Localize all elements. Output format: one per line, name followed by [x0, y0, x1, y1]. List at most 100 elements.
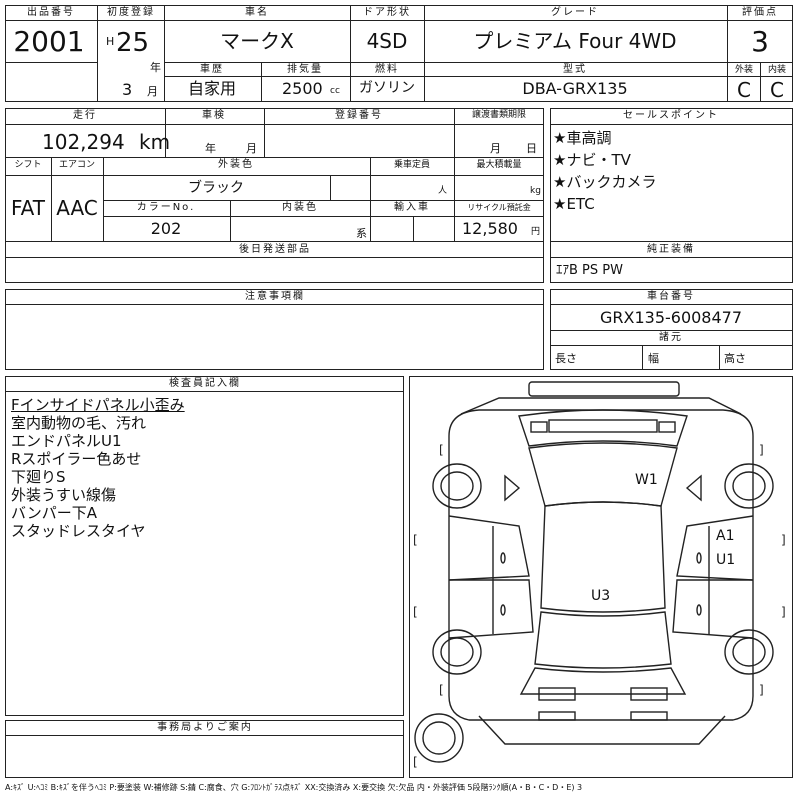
chassis-number: GRX135-6008477: [599, 308, 743, 327]
shift-label: シフト: [14, 160, 42, 170]
sales-point-item: ★車高調: [553, 129, 612, 147]
exterior-grade: C: [737, 78, 751, 102]
lot-number: 2001: [13, 25, 85, 58]
transfer-day-unit: 日: [526, 142, 537, 155]
svg-text:[: [: [413, 605, 418, 619]
registration-number-label: 登録番号: [335, 110, 383, 121]
office-label: 事務局よりご案内: [157, 722, 253, 733]
caution-block: [5, 289, 544, 370]
inspector-note: エンドパネルU1: [11, 432, 122, 450]
inspector-block: [5, 376, 404, 716]
sales-point-item: ★ナビ・TV: [553, 151, 631, 169]
svg-text:]: ]: [759, 443, 764, 457]
recycle-deposit: 12,580: [462, 219, 518, 238]
svg-text:[: [: [413, 755, 418, 769]
damage-mark-u3: U3: [591, 588, 610, 604]
interior-color-unit: 系: [356, 227, 367, 240]
registration-month: 3: [122, 80, 133, 99]
score: 3: [751, 25, 769, 58]
inspector-note: 下廻りS: [11, 468, 66, 486]
recycle-deposit-label: リサイクル預託金: [467, 203, 531, 212]
aircon: AAC: [56, 196, 98, 220]
mileage: 102,294: [42, 130, 125, 154]
lot-number-label: 出品番号: [27, 7, 75, 18]
grade: プレミアム Four 4WD: [473, 29, 677, 53]
damage-mark-u1: U1: [716, 552, 735, 568]
inspection-month-unit: 月: [246, 142, 257, 155]
mileage-label: 走行: [73, 110, 97, 121]
svg-text:]: ]: [781, 605, 786, 619]
inspector-note: 外装うすい線傷: [11, 486, 117, 504]
interior-grade: C: [770, 78, 784, 102]
exterior-color-label: 外装色: [218, 159, 254, 170]
damage-mark-w1: W1: [635, 472, 658, 488]
grade-label: グレード: [551, 7, 599, 18]
displacement: 2500: [282, 79, 323, 98]
door-type: 4SD: [366, 29, 408, 53]
office-block: [5, 720, 404, 778]
fuel-label: 燃料: [375, 64, 399, 75]
model-label: 型式: [563, 64, 587, 75]
year-unit: 年: [150, 61, 161, 74]
history-label: 車歴: [200, 64, 224, 75]
transfer-month-unit: 月: [490, 142, 501, 155]
mileage-unit: km: [139, 130, 171, 154]
equipment-label: 純正装備: [647, 244, 695, 255]
sales-point-item: ★バックカメラ: [553, 173, 657, 191]
svg-text:[: [: [439, 683, 444, 697]
sales-points-block: [550, 108, 793, 283]
capacity-unit: 人: [438, 186, 448, 196]
damage-mark-a1: A1: [716, 528, 734, 544]
exterior-color: ブラック: [188, 180, 244, 196]
interior-color-label: 内装色: [282, 202, 318, 213]
svg-text:[: [: [439, 443, 444, 457]
caution-label: 注意事項欄: [245, 291, 305, 302]
svg-text:]: ]: [781, 533, 786, 547]
inspector-note: Fインサイドパネル小歪み: [11, 396, 185, 414]
model-code: DBA-GRX135: [522, 79, 628, 98]
max-load-label: 最大積載量: [476, 160, 522, 170]
car-name-label: 車名: [245, 7, 269, 18]
color-number-label: カラーNo.: [136, 202, 196, 213]
inspector-notes: Fインサイドパネル小歪み 室内動物の毛、汚れ エンドパネルU1 Rスポイラー色あ…: [11, 396, 185, 540]
inspector-note: バンパー下A: [11, 504, 98, 522]
damage-legend: A:ｷｽﾞ U:ﾍｺﾐ B:ｷｽﾞを伴うﾍｺﾐ P:要塗装 W:補修跡 S:錆 …: [5, 783, 583, 792]
history: 自家用: [187, 79, 237, 98]
registration-year: 25: [116, 28, 150, 58]
vehicle-header-block: [5, 5, 793, 102]
first-registration-label: 初度登録: [107, 7, 155, 18]
svg-text:]: ]: [759, 683, 764, 697]
car-name: マークX: [220, 29, 294, 53]
inspector-note: スタッドレスタイヤ: [11, 522, 146, 540]
recycle-deposit-unit: 円: [531, 227, 541, 237]
inspection-label: 車検: [202, 110, 226, 121]
length-label: 長さ: [555, 352, 577, 365]
sales-point-item: ★ETC: [553, 195, 595, 213]
fuel: ガソリン: [359, 80, 415, 96]
score-label: 評価点: [742, 7, 778, 18]
inspector-note: 室内動物の毛、汚れ: [11, 414, 147, 432]
damage-marks: W1 A1 U1 U3: [591, 472, 735, 604]
equipment-value: ｴｱB PS PW: [556, 263, 623, 278]
exterior-label: 外装: [734, 65, 754, 75]
max-load-unit: kg: [530, 186, 541, 196]
inspection-year-unit: 年: [205, 142, 216, 155]
svg-text:[: [: [413, 533, 418, 547]
dimensions-label: 諸元: [659, 332, 683, 343]
width-label: 幅: [648, 352, 659, 365]
era: H: [106, 35, 115, 48]
chassis-label: 車台番号: [647, 291, 695, 302]
later-parts-label: 後日発送部品: [239, 244, 311, 255]
sales-points-label: セールスポイント: [623, 110, 719, 121]
capacity-label: 乗車定員: [393, 160, 431, 170]
import-label: 輸入車: [394, 202, 430, 213]
car-diagram: [] [] [] [] [ W1 A1 U1 U3: [413, 381, 786, 769]
inspector-note: Rスポイラー色あせ: [11, 450, 142, 468]
month-unit: 月: [147, 85, 158, 98]
aircon-label: エアコン: [58, 160, 96, 170]
transfer-deadline-label: 譲渡書類期限: [471, 110, 527, 120]
shift: FAT: [10, 196, 46, 220]
interior-label: 内装: [767, 65, 787, 75]
displacement-label: 排気量: [287, 64, 323, 75]
door-label: ドア形状: [363, 7, 411, 18]
